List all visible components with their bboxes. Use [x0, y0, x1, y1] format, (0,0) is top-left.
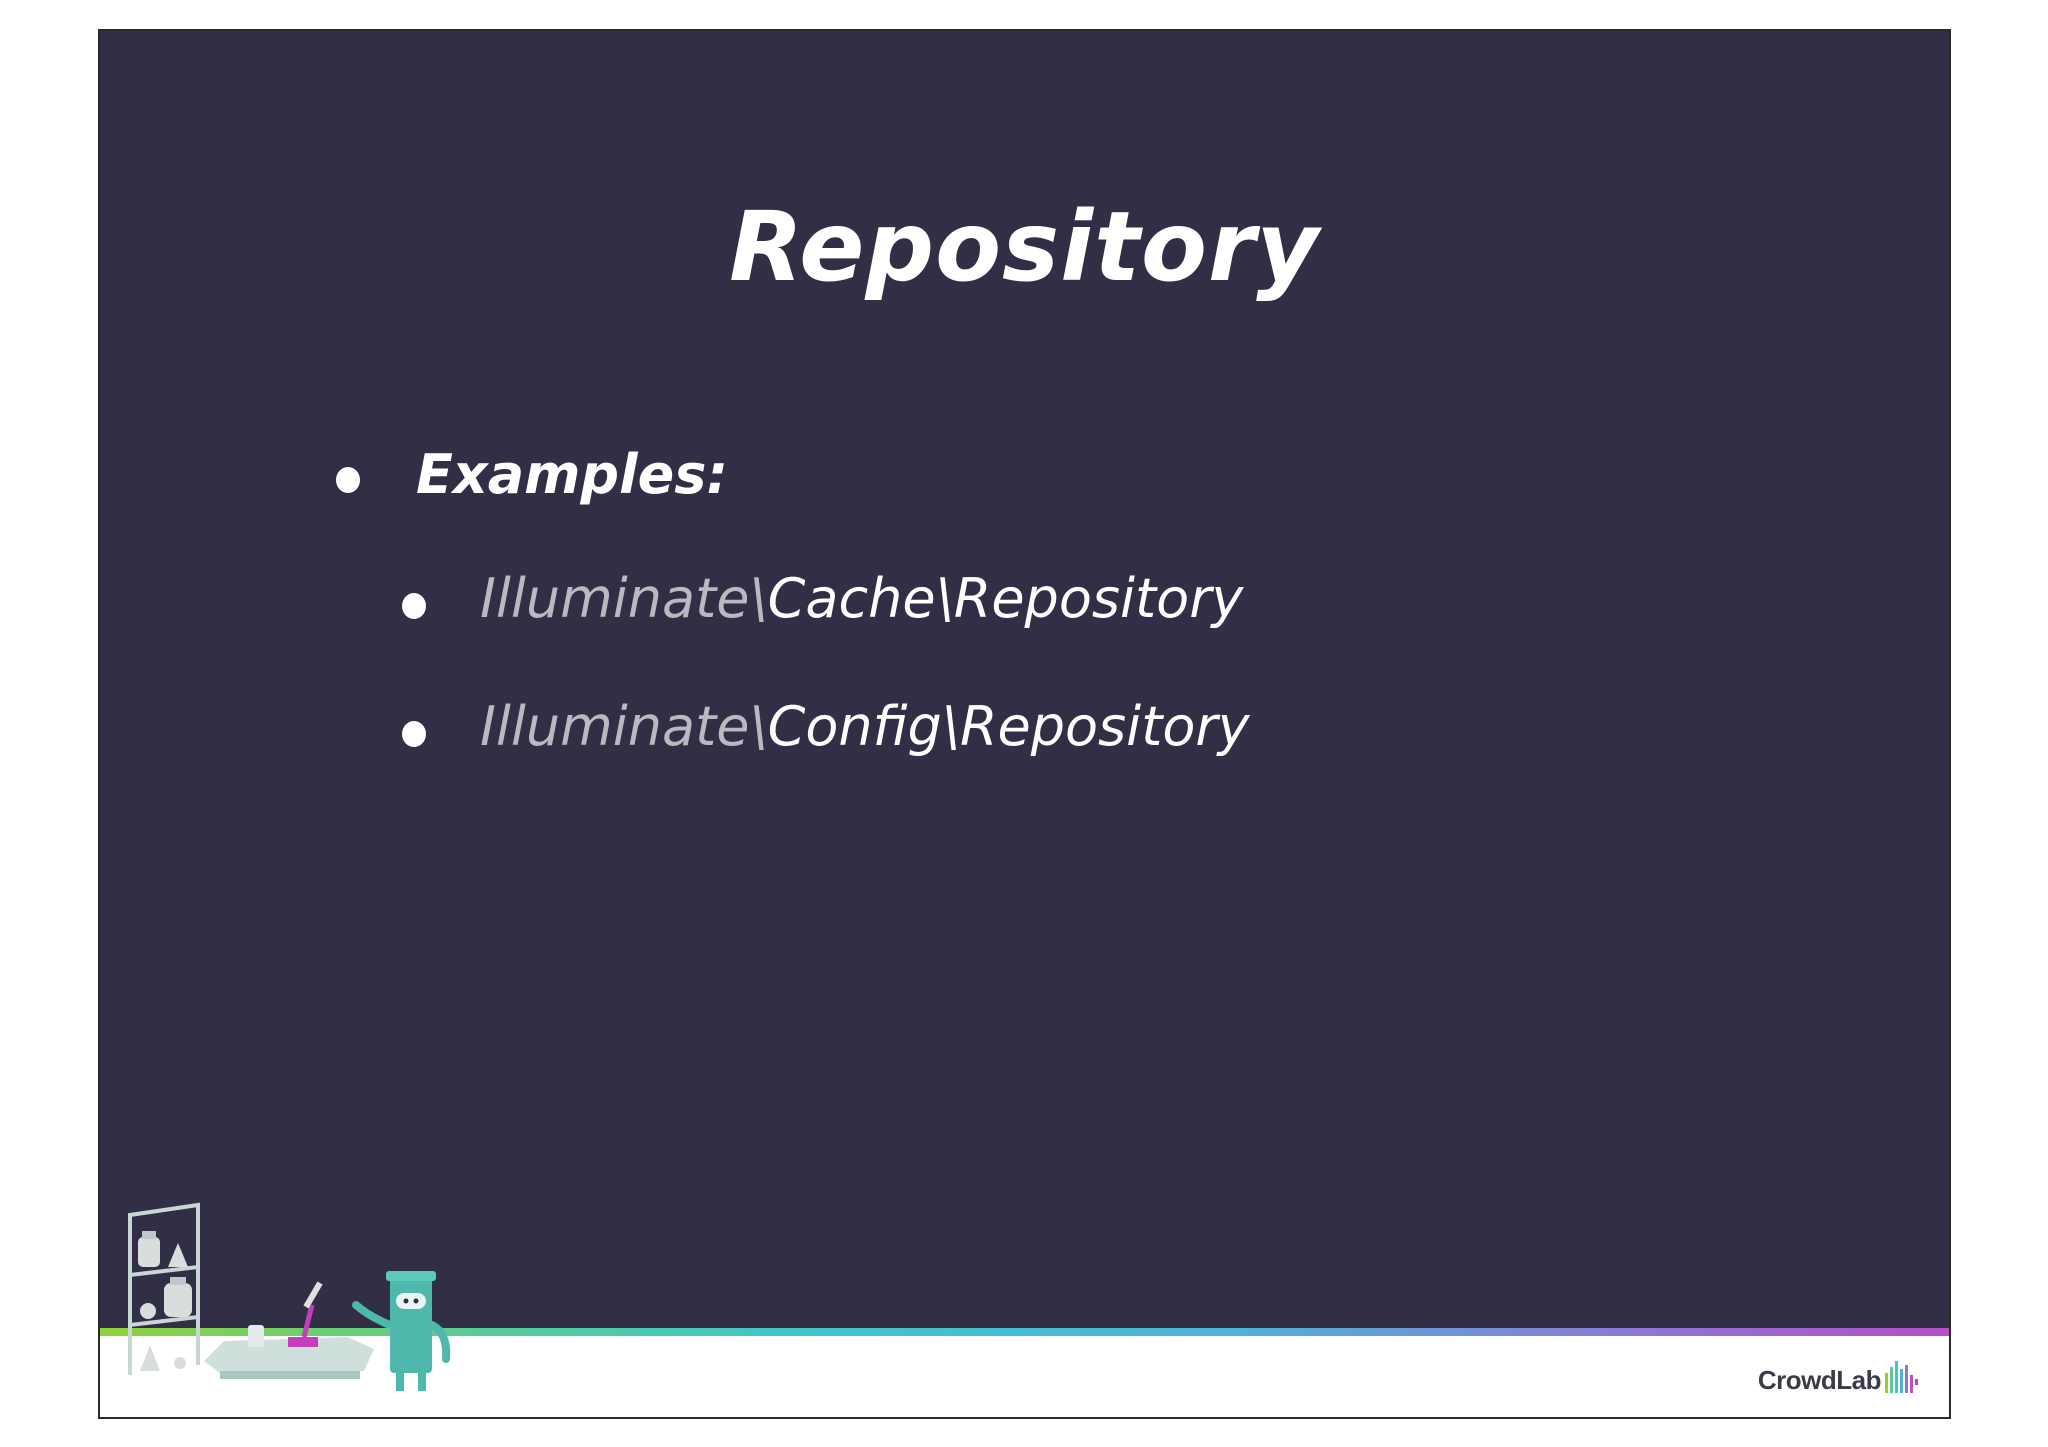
bullet-config-repository: Illuminate\Config\Repository — [480, 695, 1250, 758]
footer-gradient-strip — [100, 1328, 1949, 1336]
namespace-class: Config\Repository — [767, 695, 1250, 758]
namespace-prefix: Illuminate\ — [480, 567, 768, 630]
namespace-prefix: Illuminate\ — [480, 695, 768, 758]
bullet-dot — [402, 721, 426, 747]
slide: Repository Examples: Illuminate\Cache\Re… — [98, 29, 1951, 1419]
slide-background — [100, 31, 1949, 1333]
slide-title: Repository — [729, 191, 1320, 303]
bar-chart-icon — [1885, 1361, 1918, 1393]
bullet-dot — [336, 467, 360, 493]
bullet-examples: Examples: — [416, 443, 728, 506]
namespace-class: Cache\Repository — [767, 567, 1244, 630]
bullet-dot — [402, 593, 426, 619]
lab-robot-illustration — [128, 1202, 451, 1391]
logo-text: CrowdLab — [1757, 1365, 1882, 1395]
bullet-cache-repository: Illuminate\Cache\Repository — [480, 567, 1243, 630]
crowdlab-logo: CrowdLab — [1758, 1359, 1923, 1393]
